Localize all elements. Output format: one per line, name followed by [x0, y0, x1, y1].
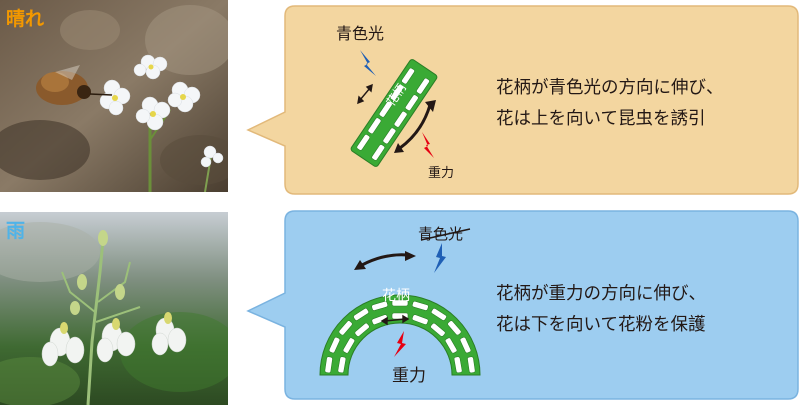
sunny-gravity-label: 重力: [428, 166, 455, 181]
rainy-label: 雨: [6, 220, 26, 242]
stem-cell: [411, 314, 429, 325]
stem-cell: [371, 300, 389, 311]
stem-cell: [431, 308, 447, 321]
stem-cell: [356, 134, 371, 151]
blue-light-arrow-icon: [434, 243, 446, 273]
sunny-label: 晴れ: [6, 8, 45, 30]
stem-cell: [467, 356, 476, 374]
sunny-light-label: 青色光: [336, 24, 385, 43]
strike-line: [420, 228, 471, 241]
rainy-stem-label: 花柄: [382, 288, 410, 304]
rainy-description: 花柄が重力の方向に伸び、 花は下を向いて花粉を保護: [496, 279, 706, 341]
stem-cell: [371, 314, 389, 325]
growth-arrow-icon: [399, 104, 432, 150]
stem-cell: [328, 336, 341, 354]
growth-arrow-icon: [361, 253, 409, 267]
rainy-gravity-label: 重力: [392, 366, 426, 386]
stem-cell: [459, 336, 472, 354]
blue-light-arrow-icon: [360, 50, 376, 76]
sunny-description-line-2: 花は上を向いて昆虫を誘引: [496, 109, 706, 129]
stem-cell: [430, 322, 446, 337]
rainy-photo: 雨: [0, 212, 228, 405]
gravity-arrow-icon: [422, 132, 434, 158]
rainy-bubble: [240, 207, 800, 405]
stem-cell: [342, 337, 356, 354]
stem-cell: [354, 322, 370, 337]
stem-cell: [391, 299, 409, 307]
rainy-diagram: 青色光 花柄 重力: [300, 215, 500, 400]
sunny-diagram: 青色光 花柄 重力: [330, 20, 490, 190]
stem-cell: [337, 356, 347, 374]
stem-cell: [353, 308, 369, 321]
stem-cell: [444, 337, 458, 354]
sunny-photo: 晴れ: [0, 0, 228, 192]
gravity-arrow-icon: [394, 331, 406, 357]
sunny-description-line-1: 花柄が青色光の方向に伸び、: [496, 78, 724, 98]
stem-cell: [453, 356, 463, 374]
stem-cell: [447, 320, 462, 336]
stem-cell: [324, 356, 333, 374]
rainy-description-line-1: 花柄が重力の方向に伸び、: [496, 284, 706, 304]
stem-cell: [411, 300, 429, 311]
rainy-description-line-2: 花は下を向いて花粉を保護: [496, 315, 706, 335]
stem-cell: [338, 320, 353, 336]
sunny-description: 花柄が青色光の方向に伸び、 花は上を向いて昆虫を誘引: [496, 73, 724, 135]
